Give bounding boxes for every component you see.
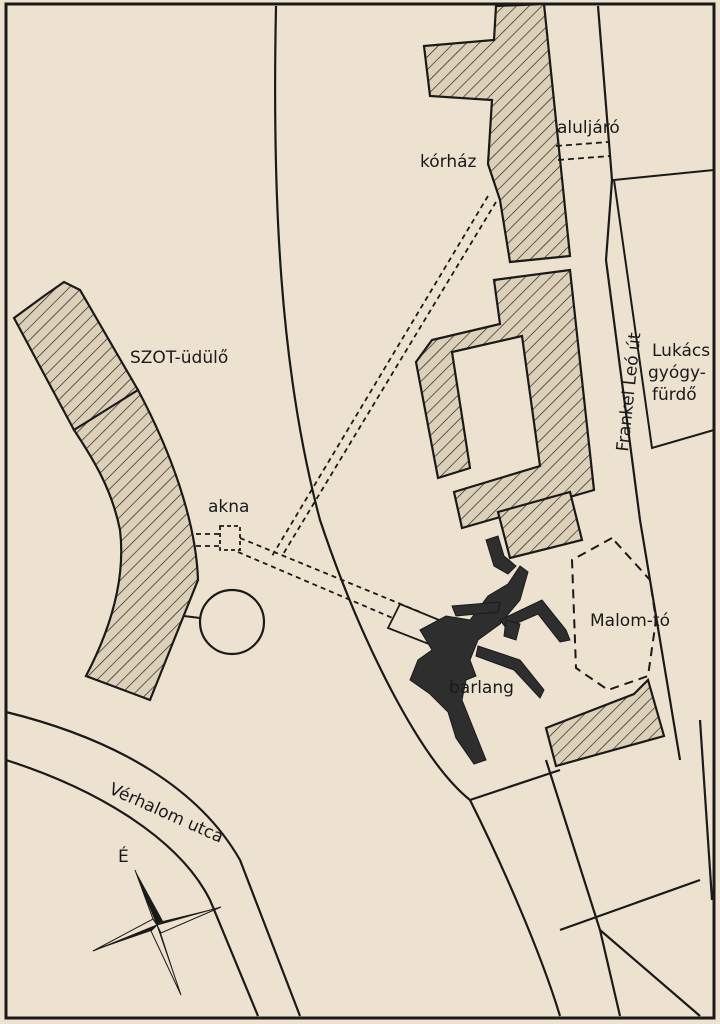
round-structure [198,588,266,656]
road-lower-right [559,878,701,932]
shaft-label: akna [208,497,249,517]
buildings [12,2,666,768]
road-lower-right-2 [599,929,701,1017]
szot-resort-building [72,388,200,702]
building-near-pond [544,677,666,768]
hospital-label: kórház [420,152,477,172]
road-frankel-right-edge [596,5,682,761]
underpass-label: aluljáró [557,118,620,138]
bath-label-line2: gyógy- [648,363,706,383]
tunnels [196,195,497,629]
cave [409,535,571,765]
hospital-building [422,2,572,264]
malom-pond-outline [570,536,658,692]
road-left-edge [273,5,471,801]
cave-branch-a [451,601,501,617]
tunnel-to-cave-a [239,537,421,613]
road-far-right [698,719,714,901]
round-structure-link [183,615,201,619]
roads [5,5,714,1017]
lukacs-bath-outline [612,168,715,450]
cave-branch-c [475,645,545,699]
underpass [555,141,611,161]
annex-building [496,490,584,560]
road-lower-left-edge [469,799,562,1017]
north-label: É [118,845,129,867]
bath-label-line1: Lukács [652,341,710,361]
map-frame [4,2,716,1020]
compass-north-arm [135,870,163,925]
cave-north-passage [485,535,517,575]
cave-branch-d [503,619,521,641]
szot-resort-label: SZOT-üdülő [130,348,228,368]
cave-main-chamber [409,565,529,765]
tunnel-to-hospital-a [271,195,489,557]
compass-rose [92,869,222,996]
cave-label: barlang [449,678,514,698]
road-crossing [469,768,561,802]
bath-label-line3: fürdő [652,385,697,405]
verhalom-upper-edge [5,710,302,1017]
verhalom-lower-edge [5,758,260,1017]
shaft-marker [219,525,241,551]
pond-label: Malom-tó [590,611,670,631]
tunnel-to-hospital-b [281,201,497,557]
